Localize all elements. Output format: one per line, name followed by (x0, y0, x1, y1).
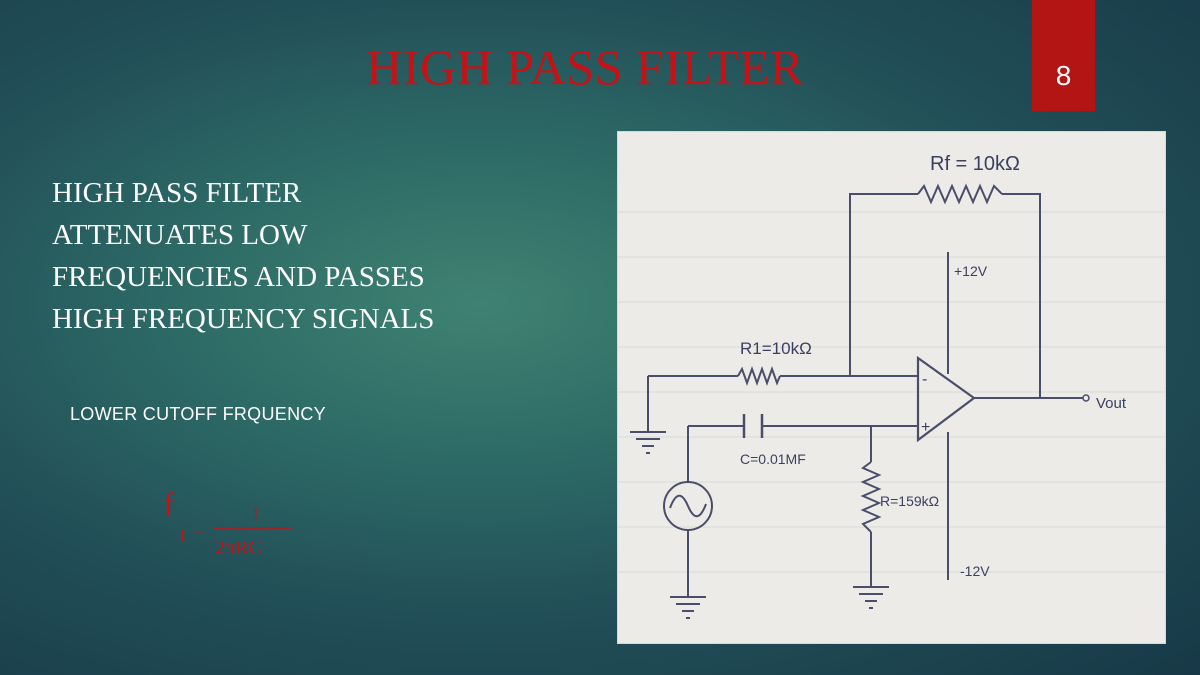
output-terminal (1082, 394, 1090, 402)
ac-source (663, 481, 713, 531)
paper-lines (618, 211, 1165, 573)
vout-label: Vout (1096, 395, 1127, 412)
body-line: HIGH PASS FILTER (52, 177, 302, 209)
formula-subscript: L (179, 525, 191, 547)
formula-numerator: 1 (251, 504, 260, 524)
r1-resistor (737, 366, 781, 386)
capacitor-label: C=0.01MF (740, 451, 806, 467)
cutoff-formula: f L = 1 2πRC (163, 487, 313, 568)
formula-f: f (163, 487, 175, 524)
ground-icon (630, 431, 666, 454)
circuit-wires (647, 193, 1083, 597)
cutoff-frequency-label: LOWER CUTOFF FRQUENCY (70, 404, 326, 424)
positive-supply-label: +12V (954, 263, 988, 279)
negative-supply-label: -12V (960, 563, 990, 579)
op-amp-noninverting-sign: + (921, 419, 930, 436)
rf-resistor (917, 183, 1003, 205)
formula-denominator: 2πRC (215, 537, 262, 559)
ground-icon (853, 586, 889, 609)
capacitor (742, 414, 764, 438)
circuit-diagram-image: - + (618, 132, 1165, 643)
formula-equals: = (193, 524, 203, 544)
rf-label: Rf = 10kΩ (930, 153, 1020, 175)
op-amp-inverting-sign: - (922, 371, 927, 388)
ground-icon (670, 596, 706, 619)
body-line: ATTENUATES LOW (52, 219, 308, 251)
r-label: R=159kΩ (880, 493, 939, 509)
body-line: FREQUENCIES AND PASSES (52, 261, 425, 293)
r1-label: R1=10kΩ (740, 339, 812, 358)
body-text: HIGH PASS FILTER ATTENUATES LOW FREQUENC… (52, 172, 572, 340)
r-resistor (860, 461, 882, 533)
page-number-badge: 8 (1032, 0, 1095, 111)
page-number: 8 (1055, 60, 1072, 91)
sine-wave-icon (669, 494, 707, 518)
slide-title: HIGH PASS FILTER (366, 39, 804, 95)
op-amp (916, 355, 976, 443)
body-line: HIGH FREQUENCY SIGNALS (52, 303, 435, 335)
